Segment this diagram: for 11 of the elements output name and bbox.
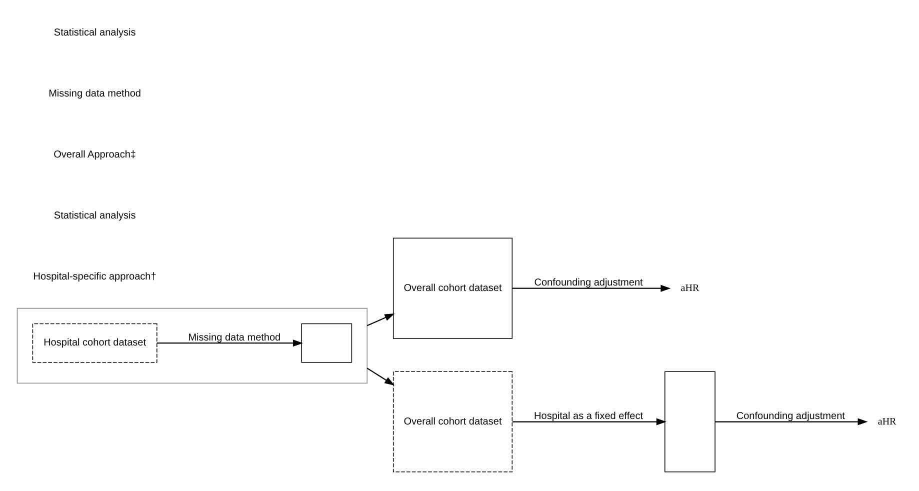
edge-label: Confounding adjustment: [736, 410, 845, 422]
label: Statistical analysis: [54, 28, 136, 39]
edge-label: Hospital as a fixed effect: [534, 410, 643, 422]
label: Statistical analysis: [54, 210, 136, 222]
edge-label: Confounding adjustment: [534, 278, 643, 289]
label: Missing data method: [48, 88, 142, 100]
node-text: aHR: [878, 416, 896, 428]
node-text: aHR: [680, 282, 700, 294]
edge-label: Missing data method: [188, 332, 281, 344]
label: Hospital-specific approach†: [33, 271, 156, 282]
label: Overall Approach‡: [54, 149, 136, 160]
